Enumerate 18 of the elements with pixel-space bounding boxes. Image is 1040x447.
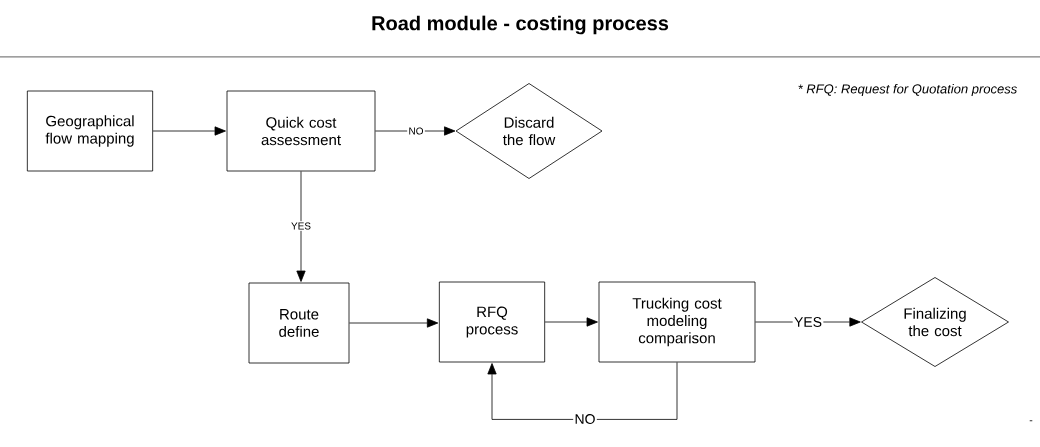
arrow — [349, 318, 439, 328]
process-box: Route define — [248, 282, 350, 364]
arrow — [375, 126, 456, 136]
process-box: Geographical flow mapping — [26, 90, 154, 172]
arrow — [296, 171, 306, 282]
title: Road module - costing process — [372, 15, 669, 35]
arrow — [544, 317, 598, 327]
process-box: RFQ process — [438, 281, 546, 363]
arrow — [487, 362, 678, 420]
process-box: Trucking cost modeling comparison — [598, 281, 756, 363]
dash-mark: - — [1029, 420, 1033, 422]
arrow — [152, 126, 226, 136]
edge-label: NO — [573, 412, 597, 426]
edge-label: YES — [289, 221, 313, 231]
process-box: Quick cost assessment — [226, 90, 376, 172]
edge-label: NO — [407, 126, 425, 136]
edge-label: YES — [792, 315, 824, 329]
note-text: * RFQ: Request for Quotation process — [798, 83, 1017, 97]
